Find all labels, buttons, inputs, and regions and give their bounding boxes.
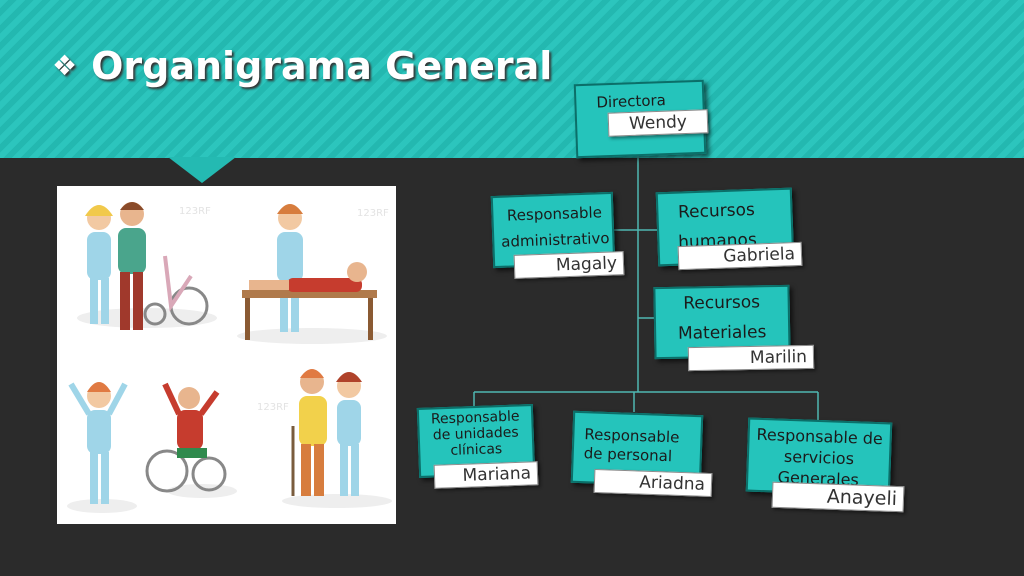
rehabilitation-illustration: 123RF 123RF 123RF: [57, 186, 396, 524]
node-name-clinical: Mariana: [433, 461, 539, 489]
node-name-admin: Magaly: [513, 251, 625, 279]
watermark-text: 123RF: [257, 402, 289, 413]
watermark-text: 123RF: [357, 208, 389, 219]
wheelchair-rehabilitation-icon: 123RF 123RF 123RF: [67, 202, 392, 513]
node-name-general-services: Anayeli: [771, 481, 905, 513]
header-band: [0, 0, 1024, 158]
node-role: Responsable de unidades clínicas: [430, 408, 520, 459]
slide-title: ❖ Organigrama General: [52, 44, 552, 88]
node-role: Responsable de personal: [583, 425, 680, 466]
node-name-hr: Gabriela: [677, 241, 803, 271]
node-name-materials: Marilin: [687, 344, 815, 372]
node-name-personnel: Ariadna: [593, 468, 713, 498]
node-role: Recursos Materiales: [677, 292, 767, 344]
watermark-text: 123RF: [179, 206, 211, 217]
node-role: Directora: [596, 91, 667, 112]
header-notch: [168, 157, 236, 183]
node-name-director: Wendy: [607, 109, 709, 137]
diamond-bullet-icon: ❖: [52, 49, 78, 82]
node-role: Responsable administrativo: [500, 203, 610, 251]
slide-title-text: Organigrama General: [91, 44, 553, 88]
